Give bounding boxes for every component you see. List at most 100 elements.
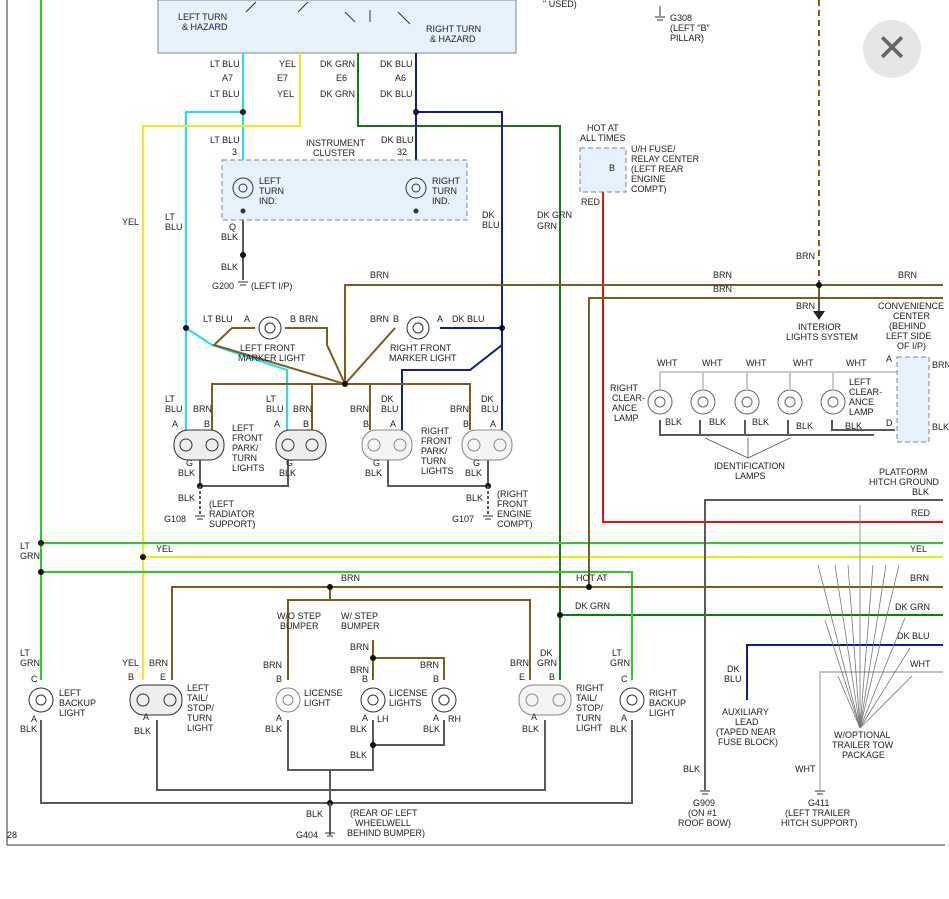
g107-ground-symbol [483, 515, 493, 520]
wht-label-1: WHT [657, 358, 678, 368]
wire-label-lt-blu-2: LT BLU [210, 89, 240, 99]
license-light-rh-icon [431, 687, 457, 713]
rp1-pin-b: B [363, 419, 369, 429]
close-icon[interactable]: ✕ [876, 26, 908, 70]
wire-label-blk-g200: BLK [221, 262, 238, 272]
marker-left-pin-a: A [244, 314, 250, 324]
blk-lamp-label-4: BLK [796, 421, 813, 431]
wire-label-dk-blu-3: DK BLU [381, 135, 414, 145]
left-front-park-lamp-2-icon [275, 429, 327, 461]
right-backup-pin-c: C [621, 674, 628, 684]
identification-pointer-lines [704, 437, 791, 459]
pin-32-label: 32 [397, 147, 407, 157]
blk-lamp-label-1: BLK [665, 417, 682, 427]
right-turn-hazard-label: RIGHT TURN& HAZARD [426, 24, 481, 44]
license-lh-brn-1: BRN [350, 642, 369, 652]
g108-ground-symbol [195, 515, 205, 520]
pin-q-label: Q [229, 222, 236, 232]
g107-label: G107 [452, 514, 474, 524]
wire-label-grn-side: GRN [537, 221, 557, 231]
yel-wire [142, 53, 943, 680]
lt-grn-wire [40, 0, 943, 680]
wire-label-brn-lp2: BRN [293, 404, 312, 414]
dk-grn-wire [357, 53, 943, 680]
blk-lamp-label-2: BLK [709, 417, 726, 427]
marker-right-pin-b: B [393, 314, 399, 324]
wire-label-blk-cluster: BLK [221, 232, 238, 242]
left-front-marker-bulb-icon [258, 316, 282, 340]
right-turn-ind-bulb-icon [405, 177, 427, 214]
wire-label-red: RED [581, 197, 601, 207]
wht-label-3: WHT [746, 358, 767, 368]
g411-ground-symbol [815, 790, 825, 795]
wire-label-brn-lp1: BRN [193, 404, 212, 414]
clearance-lamp-2-icon [820, 389, 846, 415]
identification-lamp-2-icon [734, 389, 760, 415]
cc-right-label-1: BRN [932, 360, 949, 370]
wire-label-blk-g108: BLK [178, 493, 195, 503]
license-lh-pin-a: A [362, 713, 368, 723]
g909-ground-symbol [700, 790, 710, 795]
left-backup-pin-a: A [31, 714, 37, 724]
fuse-pin-b-label: B [609, 163, 615, 173]
hot-label-rear: HOT AT [576, 573, 608, 583]
pin-a7-label: A7 [222, 73, 233, 83]
rp2-pin-a: A [490, 419, 496, 429]
g404-label: G404 [296, 830, 318, 840]
brn-label-rear: BRN [341, 573, 360, 583]
yel-label-right: YEL [910, 544, 927, 554]
pin-e6-label: E6 [336, 73, 347, 83]
wire-label-brn-marker-r: BRN [370, 314, 389, 324]
lp2-pin-a: A [274, 419, 280, 429]
left-tail-pin-b: B [128, 672, 134, 682]
right-backup-blk: BLK [610, 724, 627, 734]
yel-label-left: YEL [156, 544, 173, 554]
marker-left-pin-b: B [290, 314, 296, 324]
blk-lamp-label-5: BLK [845, 421, 862, 431]
wire-label-brn-marker-l: BRN [299, 314, 318, 324]
used-label: " USED) [543, 0, 577, 9]
left-tail-lamp-icon [129, 684, 183, 716]
g308-label: G308(LEFT "B"PILLAR) [670, 13, 710, 43]
lp1-pin-g: G [186, 458, 193, 468]
blk-label-hitch: BLK [912, 487, 929, 497]
arrow-down-icon [813, 311, 825, 320]
page-number: 28 [7, 830, 17, 840]
blk-lamp-label-3: BLK [752, 417, 769, 427]
identification-lamp-1-icon [690, 389, 716, 415]
license-pin-a: A [276, 713, 282, 723]
license-rh-pin-b: B [433, 674, 439, 684]
right-tail-pin-e: E [519, 672, 525, 682]
wire-label-yel-2: YEL [277, 89, 294, 99]
wire-label-yel-side: YEL [122, 217, 139, 227]
right-tail-lamp-icon [518, 684, 572, 716]
license-lh-brn-2: BRN [350, 665, 369, 675]
right-tail-pin-a: A [531, 712, 537, 722]
license-rh-label: RH [448, 714, 461, 724]
lp1-pin-a: A [172, 419, 178, 429]
wht-label-g411: WHT [795, 764, 816, 774]
left-turn-hazard-label: LEFT TURN& HAZARD [178, 12, 228, 32]
wire-label-blk-g107: BLK [466, 493, 483, 503]
license-lh-label: LH [377, 714, 389, 724]
license-lh-blk: BLK [350, 724, 367, 734]
license-blk-2: BLK [350, 750, 367, 760]
lp2-pin-b: B [303, 419, 309, 429]
close-button[interactable]: ✕ [863, 20, 921, 78]
